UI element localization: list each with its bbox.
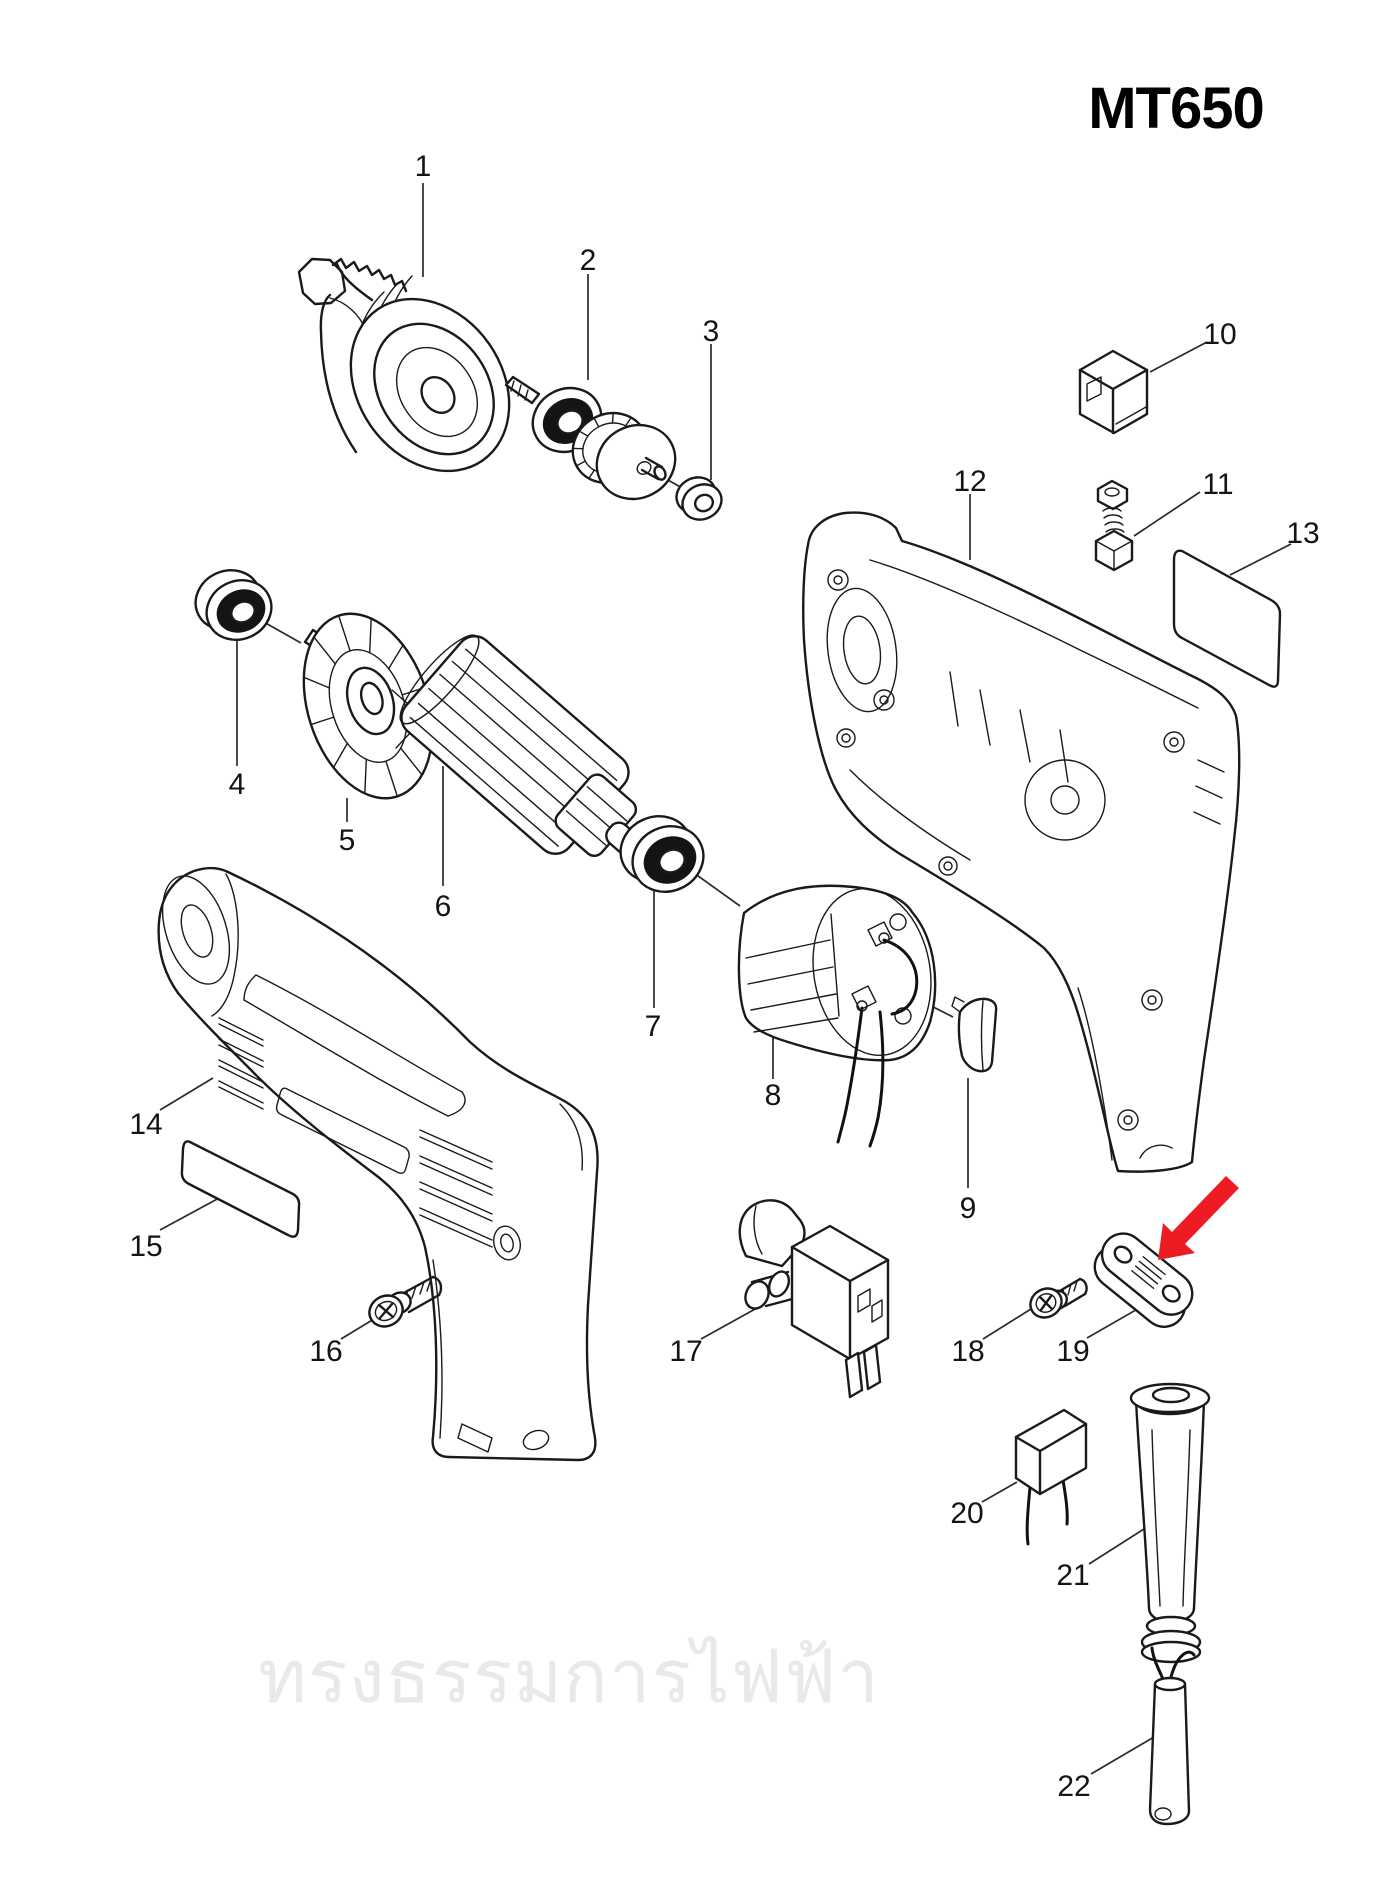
model-title: MT650 xyxy=(1088,76,1264,141)
part-3-stop-ring xyxy=(675,476,723,521)
part-1-drill-chuck xyxy=(297,257,511,473)
part-13-label-plate xyxy=(1172,549,1282,688)
part-17-switch xyxy=(738,1199,890,1399)
part-label-1: 1 xyxy=(415,150,432,183)
part-label-9: 9 xyxy=(960,1192,977,1225)
part-20-capacitor xyxy=(1014,1408,1088,1546)
part-4-ball-bearing-rear xyxy=(194,569,273,641)
part-label-8: 8 xyxy=(765,1079,782,1112)
part-label-7: 7 xyxy=(645,1010,662,1043)
part-label-18: 18 xyxy=(951,1335,984,1368)
part-label-14: 14 xyxy=(129,1108,162,1141)
part-8-field-stator xyxy=(737,884,937,1148)
part-21-cord-guard xyxy=(1129,1382,1211,1664)
part-label-12: 12 xyxy=(953,465,986,498)
fan-blades xyxy=(302,612,434,800)
part-label-19: 19 xyxy=(1056,1335,1089,1368)
vent-slots-rear xyxy=(419,1129,493,1248)
part-label-20: 20 xyxy=(950,1497,983,1530)
vent-slots-front xyxy=(218,1017,264,1110)
part-label-13: 13 xyxy=(1286,517,1319,550)
part-label-17: 17 xyxy=(669,1335,702,1368)
part-label-16: 16 xyxy=(309,1335,342,1368)
part-label-5: 5 xyxy=(339,824,356,857)
part-label-3: 3 xyxy=(703,315,720,348)
part-6-armature xyxy=(399,634,646,861)
part-label-11: 11 xyxy=(1202,468,1233,501)
part-label-2: 2 xyxy=(580,244,597,277)
part-9-air-deflector xyxy=(951,996,998,1073)
part-label-6: 6 xyxy=(435,890,452,923)
part-number-labels: 1 2 3 4 5 6 7 8 9 10 11 12 13 14 15 16 1… xyxy=(129,150,1319,1803)
part-label-21: 21 xyxy=(1056,1559,1089,1592)
part-label-10: 10 xyxy=(1203,318,1236,351)
part-22-power-cord xyxy=(1148,1646,1196,1826)
part-11-carbon-brush xyxy=(1094,479,1134,572)
part-2-spindle-gear-assembly xyxy=(504,375,677,501)
red-arrow-icon xyxy=(1158,1176,1239,1260)
part-19-bearing-retainer xyxy=(1093,1232,1194,1328)
part-label-22: 22 xyxy=(1057,1770,1090,1803)
part-10-brush-holder-cap xyxy=(1078,349,1149,435)
part-16-tapping-screw xyxy=(368,1275,443,1328)
part-15-label-plate xyxy=(180,1140,301,1238)
watermark-text: ทรงธรรมการไฟฟ้า xyxy=(258,1635,880,1718)
part-18-tapping-screw xyxy=(1029,1277,1088,1319)
part-label-4: 4 xyxy=(229,768,246,801)
part-5-fan xyxy=(302,612,456,800)
part-label-15: 15 xyxy=(129,1230,162,1263)
part-12-housing-half-right xyxy=(802,511,1241,1173)
part-14-motor-housing-left xyxy=(157,866,599,1462)
part-7-ball-bearing-front xyxy=(619,815,705,893)
